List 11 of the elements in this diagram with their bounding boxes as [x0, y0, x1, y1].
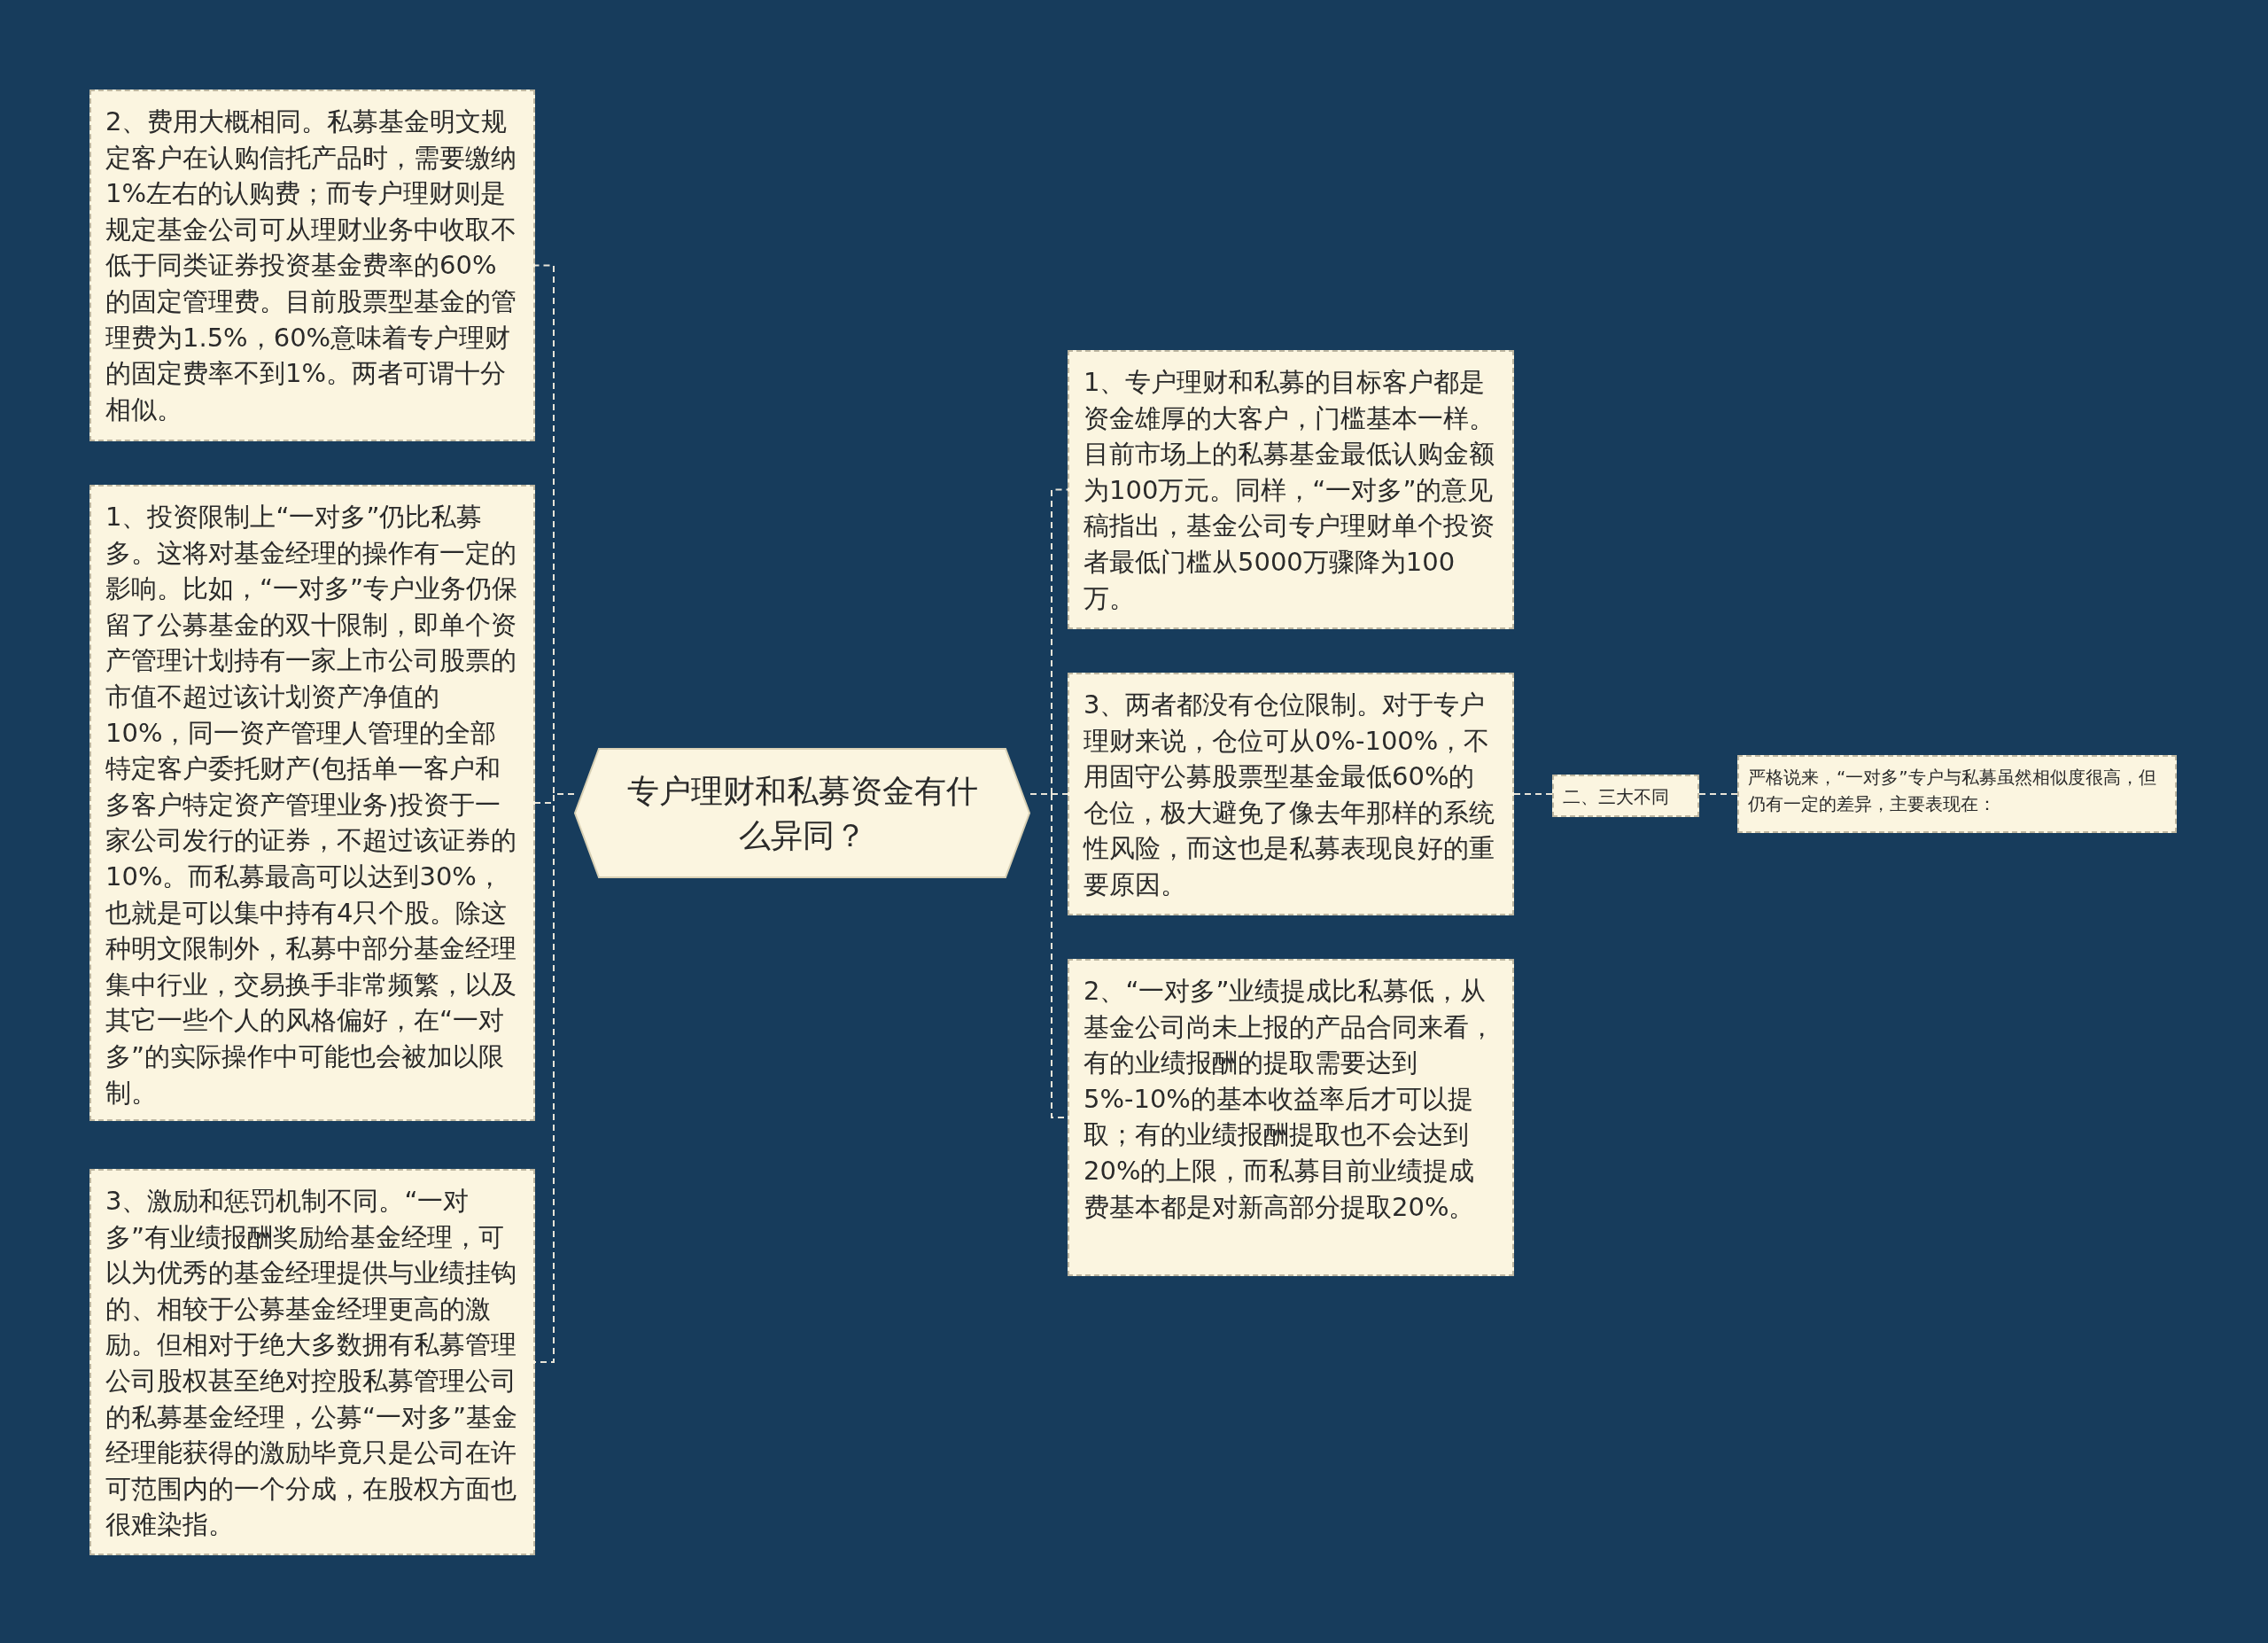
text-box: 1、专户理财和私募的目标客户都是资金雄厚的大客户，门槛基本一样。目前市场上的私募基金最低认购金额为100万元。同样，“一对多”的意见稿指出，基金公司专户理财单个投资者最低门槛从5000万骤降为100万。 — [1068, 350, 1514, 629]
text-box: 3、激励和惩罚机制不同。“一对多”有业绩报酬奖励给基金经理，可以为优秀的基金经理提供与业绩挂钩的、相较于公募基金经理更高的激励。但相对于绝大多数拥有私募管理公司股权甚至绝对控股私募管理公司的私募基金经理，公募“一对多”基金经理能获得的激励毕竟只是公司在许可范围内的一个分成，在股权方面也很难染指。 — [89, 1169, 535, 1555]
text-box: 2、费用大概相同。私募基金明文规定客户在认购信托产品时，需要缴纳1%左右的认购费；而专户理财则是规定基金公司可从理财业务中收取不低于同类证券投资基金费率的60%的固定管理费。目前股票型基金的管理费为1.5%，60%意味着专户理财的固定费率不到1%。两者可谓十分相似。 — [89, 90, 535, 441]
branch-box: 二、三大不同 — [1552, 775, 1699, 817]
text-box: 严格说来，“一对多”专户与私募虽然相似度很高，但仍有一定的差异，主要表现在： — [1737, 755, 2177, 833]
text-box: 2、“一对多”业绩提成比私募低，从基金公司尚未上报的产品合同来看，有的业绩报酬的提取需要达到5%-10%的基本收益率后才可以提取；有的业绩报酬提取也不会达到20%的上限，而私募目前业绩提成费基本都是对新高部分提取20%。 — [1068, 959, 1514, 1276]
text-box: 3、两者都没有仓位限制。对于专户理财来说，仓位可从0%-100%，不用固守公募股票型基金最低60%的仓位，极大避免了像去年那样的系统性风险，而这也是私募表现良好的重要原因。 — [1068, 673, 1514, 915]
topic-hexagon: 专户理财和私募资金有什么异同？ — [574, 748, 1030, 878]
connector-line — [1698, 793, 1738, 795]
connector-line — [1513, 793, 1553, 795]
text-box: 1、投资限制上“一对多”仍比私募多。这将对基金经理的操作有一定的影响。比如，“一对多”专户业务仍保留了公募基金的双十限制，即单个资产管理计划持有一家上市公司股票的市值不超过该计划资产净值的10%，同一资产管理人管理的全部特定客户委托财产(包括单一客户和多客户特定资产管理业务)投资于一家公司发行的证券，不超过该证券的10%。而私募最高可以达到30%，也就是可以集中持有4只个股。除这种明文限制外，私募中部分基金经理集中行业，交易换手非常频繁，以及其它一些个人的风格偏好，在“一对多”的实际操作中可能也会被加以限制。 — [89, 485, 535, 1121]
